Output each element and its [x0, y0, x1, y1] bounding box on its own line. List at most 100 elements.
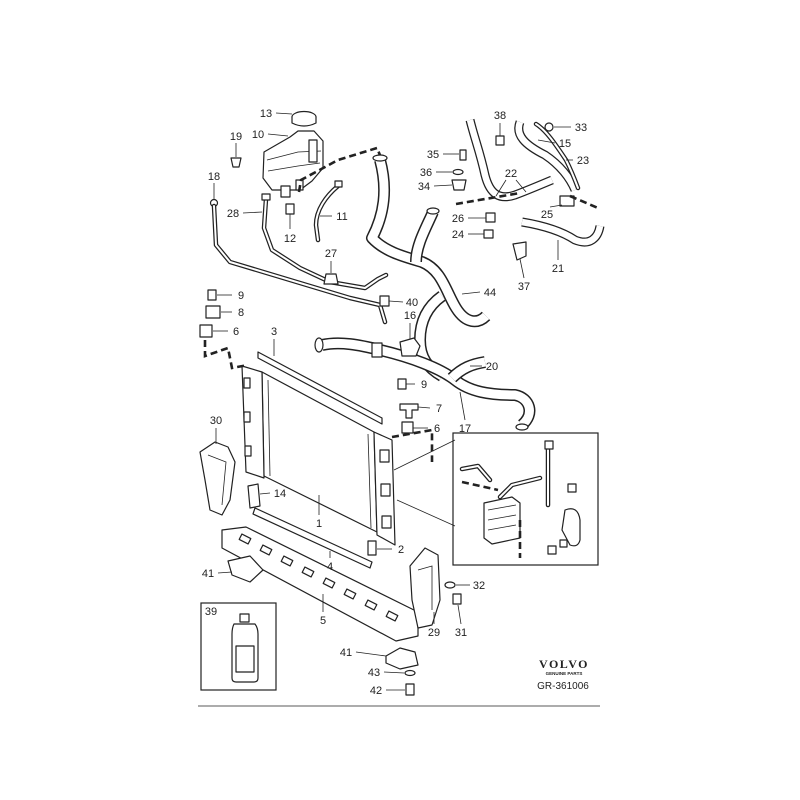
callout-2: 2	[398, 544, 404, 556]
callout-41-left: 41	[202, 568, 214, 580]
clip-24	[483, 229, 494, 239]
callout-7: 7	[436, 403, 442, 415]
callout-32: 32	[473, 580, 485, 592]
callout-18: 18	[208, 171, 220, 183]
bracket-41-left	[227, 555, 264, 583]
callout-39: 39	[205, 606, 217, 618]
callout-42: 42	[370, 685, 382, 697]
drain-plug-2	[367, 540, 377, 556]
callout-31: 31	[455, 627, 467, 639]
radiator-1	[241, 365, 396, 546]
bolt-31	[452, 593, 462, 605]
connector-12	[285, 203, 295, 215]
thermostat-16	[399, 337, 421, 357]
brand-tagline: GENUINE PARTS	[546, 671, 583, 676]
bleed-pipe-28	[261, 193, 389, 291]
inset-leader-top	[393, 439, 456, 471]
callout-20: 20	[486, 361, 498, 373]
clip-27	[323, 273, 339, 285]
lower-support-5	[221, 526, 419, 642]
cap-33	[544, 122, 554, 132]
callout-37: 37	[518, 281, 530, 293]
callout-44: 44	[484, 287, 496, 299]
air-guide-29	[409, 547, 441, 629]
callout-26: 26	[452, 213, 464, 225]
callout-15: 15	[559, 138, 571, 150]
hose-11	[313, 180, 343, 243]
bottom-bar-4	[252, 507, 373, 569]
callout-27: 27	[325, 248, 337, 260]
inset-leader-bottom	[396, 499, 456, 527]
callout-29: 29	[428, 627, 440, 639]
brand-logo: VOLVO	[539, 657, 589, 671]
bracket-37	[512, 241, 527, 261]
rubber-mount-14	[247, 483, 261, 509]
dashed-guide-right	[569, 194, 599, 210]
hose-21	[521, 217, 605, 247]
callout-11: 11	[336, 211, 347, 223]
callout-9-right: 9	[421, 379, 427, 391]
callout-23: 23	[577, 155, 589, 167]
bracket-8-left	[205, 305, 221, 319]
pipe-15	[514, 120, 580, 192]
inset-oil-cooler	[452, 432, 599, 566]
callout-16: 16	[404, 310, 416, 322]
hose-20	[447, 356, 487, 383]
callout-6-left: 6	[233, 326, 239, 338]
pipe-22	[465, 118, 554, 202]
callout-3: 3	[271, 326, 277, 338]
callout-14: 14	[274, 488, 286, 500]
callout-4: 4	[327, 561, 333, 573]
callout-30: 30	[210, 415, 222, 427]
callout-21: 21	[552, 263, 564, 275]
valve-25	[559, 195, 575, 207]
bracket-7	[399, 403, 419, 419]
bracket-34	[451, 179, 467, 191]
washer-32	[444, 581, 456, 589]
callout-24: 24	[452, 229, 464, 241]
callout-22: 22	[505, 168, 517, 180]
bracket-41-bottom	[385, 647, 419, 670]
air-guide-30	[199, 441, 236, 516]
callout-25: 25	[541, 209, 553, 221]
clip-19	[230, 157, 242, 168]
dashed-guide-left	[203, 340, 249, 370]
filler-cap	[291, 110, 317, 127]
clamp-40	[379, 295, 390, 307]
callout-28: 28	[227, 208, 239, 220]
callout-41-bottom: 41	[340, 647, 352, 659]
leader-lines	[213, 112, 573, 691]
callout-10: 10	[252, 129, 264, 141]
callout-5: 5	[320, 615, 326, 627]
callout-36: 36	[420, 167, 432, 179]
callout-38: 38	[494, 110, 506, 122]
callout-13: 13	[260, 108, 272, 120]
inset-coolant	[200, 602, 277, 691]
callout-6-right: 6	[434, 423, 440, 435]
clamp-26	[485, 212, 496, 223]
bolt-35	[459, 149, 467, 161]
callout-33: 33	[575, 122, 587, 134]
rubber-6-left	[199, 324, 213, 338]
callout-8: 8	[238, 307, 244, 319]
callout-40: 40	[406, 297, 418, 309]
top-bar-3	[257, 351, 383, 425]
bolt-9-left	[207, 289, 217, 301]
callout-12: 12	[284, 233, 296, 245]
callout-9-left: 9	[238, 290, 244, 302]
branch-hose	[410, 207, 440, 263]
callout-17: 17	[459, 423, 471, 435]
washer-43	[404, 669, 416, 677]
rubber-6-right	[401, 421, 414, 434]
bolt-9-right	[397, 378, 407, 390]
callout-34: 34	[418, 181, 430, 193]
dashed-guide-tank	[297, 146, 384, 193]
bolt-42	[405, 683, 415, 696]
callout-19: 19	[230, 131, 242, 143]
callout-43: 43	[368, 667, 380, 679]
reference-number: GR-361006	[537, 681, 589, 692]
callout-1: 1	[316, 518, 322, 530]
callout-35: 35	[427, 149, 439, 161]
